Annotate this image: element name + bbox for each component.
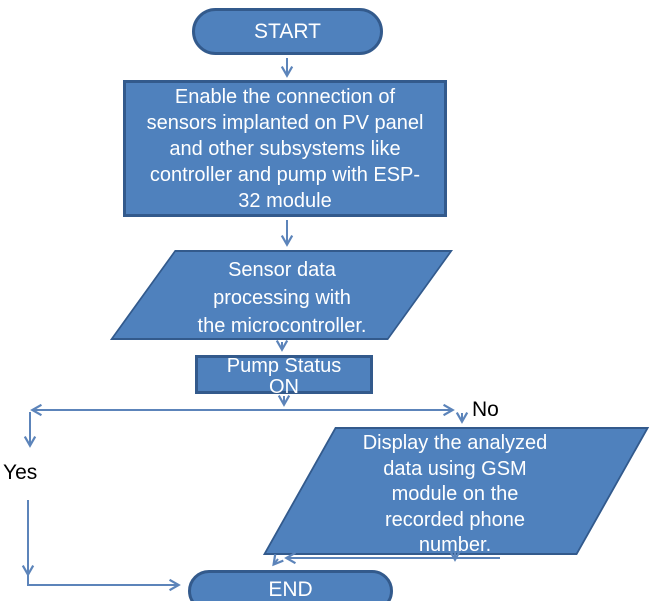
node-pump-status-text: Pump Status ON bbox=[195, 356, 373, 398]
node-sensor-processing-text: Sensor data processing with the microcon… bbox=[132, 256, 432, 340]
enable-line-1: Enable the connection of bbox=[174, 86, 396, 108]
branch-label-yes: Yes bbox=[3, 461, 38, 484]
enable-line-4: controller and pump with ESP- bbox=[149, 164, 421, 186]
node-end-label: END bbox=[268, 578, 313, 601]
sensor-line-3: the microcontroller. bbox=[197, 315, 367, 337]
sensor-line-2: processing with bbox=[213, 287, 351, 309]
node-enable-connection-process bbox=[123, 80, 447, 217]
branch-label-no: No bbox=[472, 398, 499, 421]
display-line-4: recorded phone bbox=[384, 508, 526, 531]
display-line-1: Display the analyzed bbox=[362, 432, 548, 454]
enable-line-2: sensors implanted on PV panel bbox=[146, 112, 424, 134]
connector-yes-to-end bbox=[27, 500, 181, 592]
node-start-label: START bbox=[254, 19, 321, 43]
display-line-3: module on the bbox=[391, 483, 519, 505]
connector-into-end-top-arrow bbox=[272, 553, 284, 567]
node-pump-status-process bbox=[195, 355, 373, 394]
enable-line-5: 32 module bbox=[238, 190, 332, 212]
display-line-2: data using GSM bbox=[383, 457, 527, 480]
node-end-terminator: END bbox=[188, 570, 393, 601]
node-enable-connection-text: Enable the connection of sensors implant… bbox=[123, 84, 447, 214]
pump-line-2: ON bbox=[269, 376, 299, 398]
pump-line-1: Pump Status bbox=[226, 355, 342, 377]
node-start-terminator: START bbox=[192, 8, 383, 55]
sensor-line-1: Sensor data bbox=[228, 259, 336, 281]
enable-line-3: and other subsystems like bbox=[169, 138, 401, 160]
display-line-5: number. bbox=[418, 534, 492, 556]
node-display-data-text: Display the analyzed data using GSM modu… bbox=[330, 431, 580, 559]
